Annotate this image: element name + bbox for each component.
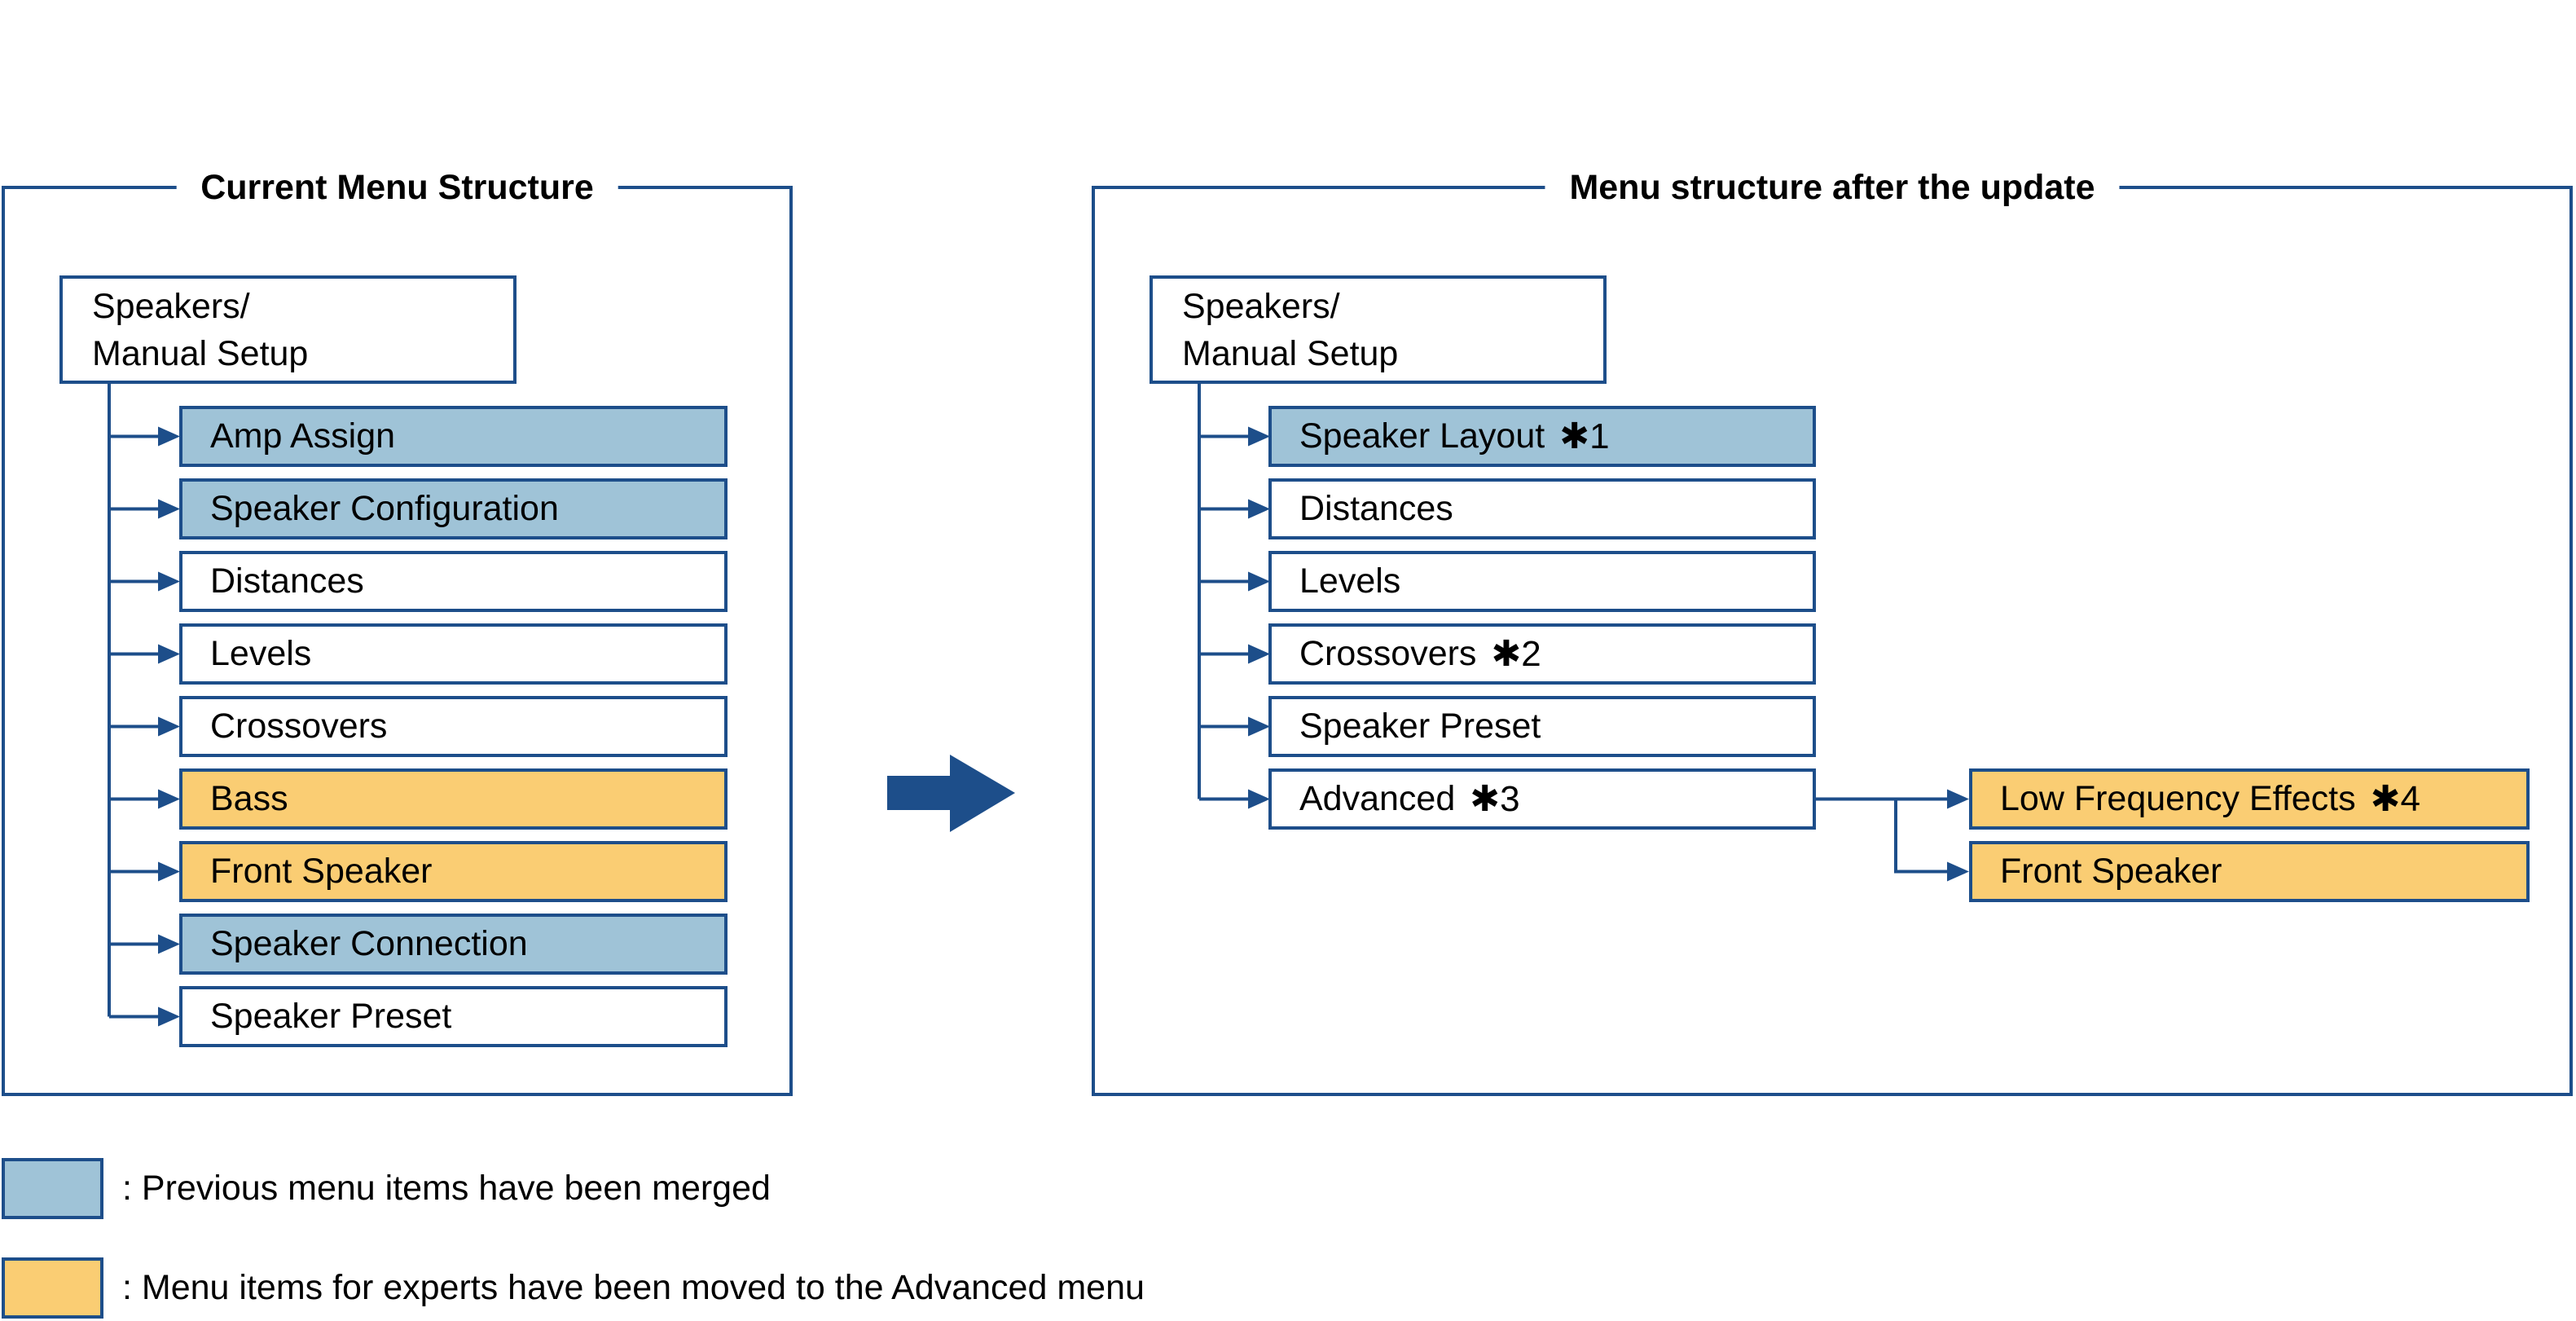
menu-item-levels-updated: Levels: [1268, 551, 1816, 612]
menu-item-label: Speaker Layout: [1299, 416, 1545, 456]
menu-item-advanced: Advanced ✱3: [1268, 768, 1816, 830]
menu-item-label: Crossovers: [1299, 634, 1477, 673]
legend-text-experts: : Menu items for experts have been moved…: [122, 1268, 1145, 1307]
menu-item-distances: Distances: [179, 551, 728, 612]
legend-swatch-experts: [2, 1257, 103, 1319]
updated-menu-panel-title: Menu structure after the update: [1545, 163, 2120, 212]
menu-item-label: Levels: [210, 634, 312, 673]
right-root-box: Speakers/ Manual Setup: [1150, 275, 1607, 384]
menu-item-label: Speaker Configuration: [210, 489, 559, 528]
menu-item-label: Distances: [210, 561, 364, 601]
menu-item-front-speaker-advanced: Front Speaker: [1969, 841, 2530, 902]
menu-item-label: Low Frequency Effects: [2000, 779, 2356, 818]
menu-item-label: Advanced: [1299, 779, 1456, 818]
right-root-line1: Speakers/: [1182, 286, 1340, 326]
menu-item-crossovers: Crossovers: [179, 696, 728, 757]
menu-item-label: Amp Assign: [210, 416, 396, 456]
current-menu-panel-title: Current Menu Structure: [176, 163, 618, 212]
footnote-marker: ✱3: [1470, 779, 1520, 819]
menu-item-label: Distances: [1299, 489, 1453, 528]
footnote-marker: ✱4: [2370, 779, 2420, 819]
menu-item-levels: Levels: [179, 623, 728, 685]
menu-item-label: Bass: [210, 779, 288, 818]
right-root-line2: Manual Setup: [1182, 333, 1399, 373]
menu-item-speaker-preset: Speaker Preset: [179, 986, 728, 1047]
legend-swatch-merged: [2, 1158, 103, 1219]
menu-item-label: Speaker Preset: [1299, 707, 1541, 746]
menu-item-front-speaker: Front Speaker: [179, 841, 728, 902]
menu-item-speaker-layout: Speaker Layout ✱1: [1268, 406, 1816, 467]
menu-item-speaker-configuration: Speaker Configuration: [179, 478, 728, 539]
footnote-marker: ✱2: [1491, 634, 1541, 674]
menu-item-amp-assign: Amp Assign: [179, 406, 728, 467]
menu-item-label: Front Speaker: [210, 852, 433, 891]
menu-item-speaker-connection: Speaker Connection: [179, 914, 728, 975]
menu-item-bass: Bass: [179, 768, 728, 830]
left-root-line2: Manual Setup: [92, 333, 309, 373]
footnote-marker: ✱1: [1559, 416, 1610, 456]
menu-item-label: Crossovers: [210, 707, 388, 746]
legend-text-merged: : Previous menu items have been merged: [122, 1169, 771, 1208]
menu-item-label: Front Speaker: [2000, 852, 2222, 891]
update-arrow-icon: [887, 755, 1015, 832]
legend-row-merged: : Previous menu items have been merged: [2, 1158, 1224, 1219]
left-root-line1: Speakers/: [92, 286, 250, 326]
menu-item-crossovers-updated: Crossovers ✱2: [1268, 623, 1816, 685]
left-root-box: Speakers/ Manual Setup: [59, 275, 517, 384]
menu-item-distances-updated: Distances: [1268, 478, 1816, 539]
menu-item-label: Speaker Preset: [210, 997, 452, 1036]
menu-item-label: Speaker Connection: [210, 924, 528, 963]
menu-item-label: Levels: [1299, 561, 1401, 601]
legend-row-experts: : Menu items for experts have been moved…: [2, 1257, 1550, 1319]
menu-item-speaker-preset-updated: Speaker Preset: [1268, 696, 1816, 757]
menu-item-low-frequency-effects: Low Frequency Effects ✱4: [1969, 768, 2530, 830]
